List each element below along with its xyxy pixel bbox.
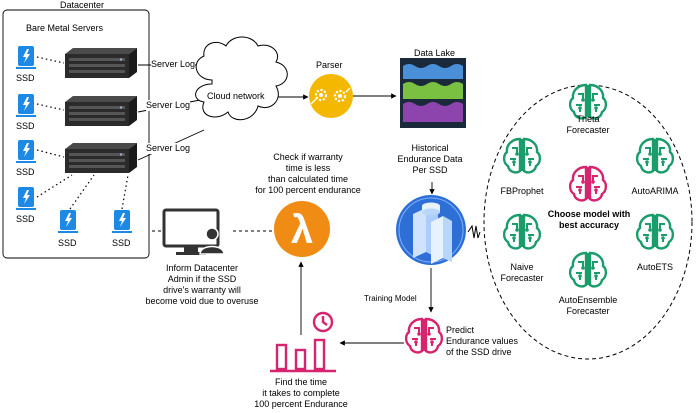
autoets-brain-icon: [634, 211, 676, 253]
autoensemble-line: AutoEnsemble: [558, 295, 618, 305]
fbprophet-brain-icon: [501, 135, 543, 177]
inform-line: become void due to overuse: [145, 296, 259, 306]
find-time-line: it takes to complete: [262, 388, 340, 398]
server-icon: [65, 143, 137, 173]
find-time-line: 100 percent Endurance: [254, 399, 348, 409]
naive-line: Forecaster: [500, 273, 544, 283]
server-icon: [65, 48, 137, 78]
choose-line: Choose model with: [547, 209, 631, 219]
inform-line: Inform Datacenter: [165, 263, 239, 273]
admin-monitor-icon: [162, 208, 225, 255]
training-model-label: Training Model: [364, 294, 417, 303]
inform-line: drive's warranty will: [163, 285, 241, 295]
lambda-check-label: Check if warranty time is less than calc…: [244, 152, 372, 196]
autoensemble-brain-icon: [567, 249, 609, 291]
theta-line: Theta: [576, 114, 600, 124]
server-log-label: Server Log: [146, 143, 191, 154]
ssd-icon: [16, 187, 36, 210]
data-lake-label: Data Lake: [414, 48, 456, 58]
ssd-label: SSD: [112, 238, 131, 248]
theta-line: Forecaster: [566, 125, 610, 135]
predict-line: Predict: [446, 325, 475, 335]
autoensemble-line: Forecaster: [566, 306, 610, 316]
parser-icon: [309, 74, 353, 118]
ssd-icon: [58, 210, 78, 233]
autoarima-brain-icon: [634, 135, 676, 177]
ssd-label: SSD: [16, 167, 35, 177]
bar-clock-icon: [270, 311, 336, 373]
choose-model-label: Choose model with best accuracy: [543, 209, 635, 231]
autoets-label: AutoETS: [636, 262, 674, 272]
predict-line: of the SSD drive: [446, 347, 512, 357]
sagemaker-icon: [396, 195, 466, 265]
inform-admin-label: Inform Datacenter Admin if the SSD drive…: [138, 263, 266, 307]
ssd-label: SSD: [16, 214, 35, 224]
lambda-check-line: than calculated time: [267, 174, 349, 184]
svg-text:λ: λ: [291, 208, 313, 252]
predict-label: Predict Endurance values of the SSD driv…: [446, 325, 518, 358]
ssd-label: SSD: [16, 121, 35, 131]
ssd-icon: [16, 46, 36, 69]
data-lake-icon: [400, 58, 466, 128]
server-icon: [65, 96, 137, 126]
naive-brain-icon: [501, 211, 543, 253]
parser-label: Parser: [316, 60, 343, 70]
historical-line: Endurance Data: [397, 154, 463, 164]
datacenter-title: Datacenter: [60, 0, 105, 10]
autoensemble-label: AutoEnsemble Forecaster: [552, 295, 624, 317]
ssd-icon: [112, 210, 132, 233]
naive-label: Naive Forecaster: [492, 262, 552, 284]
lambda-check-line: for 100 percent endurance: [255, 185, 361, 195]
theta-label: Theta Forecaster: [558, 114, 618, 136]
predict-brain-icon: [404, 317, 444, 354]
lambda-check-line: Check if warranty: [273, 152, 343, 162]
ssd-icon: [16, 140, 36, 163]
find-time-line: Find the time: [274, 377, 328, 387]
naive-line: Naive: [510, 262, 534, 272]
inform-line: Admin if the SSD: [167, 274, 237, 284]
cloud-label: Cloud network: [207, 91, 265, 101]
historical-data-label: Historical Endurance Data Per SSD: [390, 143, 470, 176]
ssd-label: SSD: [58, 238, 77, 248]
lambda-check-line: time is less: [285, 163, 331, 173]
predict-line: Endurance values: [446, 336, 519, 346]
cloud-icon: [195, 36, 288, 121]
fbprophet-label: FBProphet: [500, 186, 544, 196]
choose-line: best accuracy: [558, 220, 620, 230]
autoarima-label: AutoARIMA: [631, 186, 679, 196]
historical-line: Historical: [411, 143, 449, 153]
choose-model-brain-icon: [568, 165, 608, 202]
bare-metal-label: Bare Metal Servers: [26, 23, 104, 33]
ssd-label: SSD: [16, 73, 35, 83]
ssd-icon: [16, 94, 36, 117]
lambda-icon: λ: [274, 201, 330, 257]
historical-line: Per SSD: [412, 165, 448, 175]
server-log-label: Server Log: [151, 59, 196, 70]
find-time-label: Find the time it takes to complete 100 p…: [246, 377, 356, 410]
server-log-label: Server Log: [146, 100, 191, 111]
